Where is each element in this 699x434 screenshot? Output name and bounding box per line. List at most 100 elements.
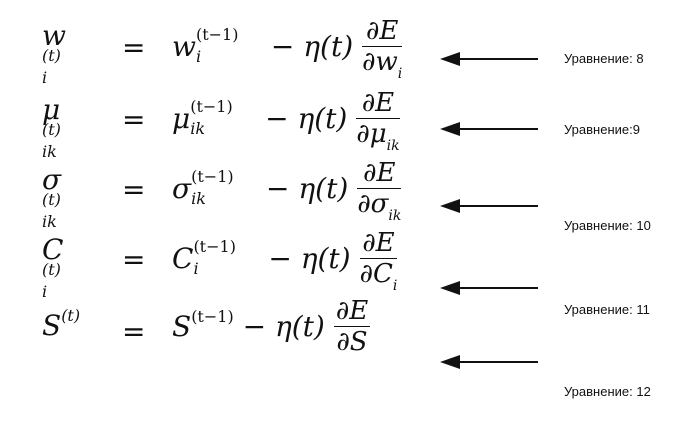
eta-term: η(t) [275,310,325,343]
denominator-symbol: σ [371,189,389,219]
lhs-indices: (t) ik [42,194,86,234]
denominator-symbol: C [373,259,393,289]
lhs-symbol: S [42,309,61,342]
partial-symbol: ∂ [357,189,370,219]
equation-lhs: C(t)i [42,236,86,304]
rhs-indices: (t−1) i [193,241,259,281]
equation-label: Уравнение:9 [564,122,640,137]
partial-symbol: ∂ [360,259,373,289]
denominator-subscript: i [398,66,402,82]
arrow-line [458,128,538,130]
equals-sign: = [122,176,145,204]
eta-term: η(t) [303,30,353,63]
equals-sign: = [122,246,145,274]
equation-lhs: S(t) [42,312,80,340]
rhs-subscript: ik [191,191,206,207]
equation-label: Уравнение: 10 [564,218,651,233]
partial-symbol: ∂ [362,47,375,77]
equation-rhs: σ(t−1)ik − η(t) ∂E ∂σik [172,162,401,219]
partial-fraction: ∂E ∂μik [356,90,399,147]
equals-sign: = [122,34,145,62]
denominator-subscript: i [393,278,397,294]
equation-lhs: σ(t)ik [42,166,86,234]
equation-rhs: C(t−1)i − η(t) ∂E ∂Ci [172,232,397,289]
arrow-line [458,205,538,207]
fraction-numerator: ∂E [357,160,401,189]
denominator-symbol: w [375,47,397,77]
fraction-denominator: ∂μik [356,119,399,147]
rhs-symbol: C [172,242,193,275]
minus-sign: − [243,310,266,343]
partial-symbol: ∂ [356,119,369,149]
minus-sign: − [268,242,291,275]
arrow-line [458,361,538,363]
fraction-denominator: ∂S [334,327,370,355]
eta-term: η(t) [298,172,348,205]
equation-label: Уравнение: 11 [564,302,650,317]
minus-sign: − [266,172,289,205]
rhs-indices: (t−1) i [196,29,262,69]
arrow-left-icon [440,122,460,136]
lhs-superscript: (t) [42,48,61,64]
eta-term: η(t) [301,242,351,275]
lhs-indices: (t) ik [42,124,86,164]
rhs-symbol: w [172,30,196,63]
rhs-superscript: (t−1) [193,239,236,255]
partial-fraction: ∂E ∂σik [357,160,401,217]
rhs-symbol: S [172,310,191,343]
denominator-symbol: μ [370,119,387,149]
fraction-denominator: ∂Ci [360,259,398,287]
rhs-subscript: i [196,49,201,65]
arrow-line [458,58,538,60]
lhs-superscript: (t) [42,122,61,138]
equation-rhs: w(t−1)i − η(t) ∂E ∂wi [172,20,402,77]
rhs-indices: (t−1) ik [191,171,257,211]
equation-rhs: S(t−1) − η(t) ∂E ∂S [172,300,370,357]
fraction-numerator: ∂E [356,90,399,119]
arrow-left-icon [440,355,460,369]
arrow-left-icon [440,199,460,213]
fraction-denominator: ∂σik [357,189,401,217]
denominator-symbol: S [350,327,368,357]
lhs-superscript: (t) [42,192,61,208]
equals-sign: = [122,318,145,346]
rhs-superscript: (t−1) [196,27,239,43]
fraction-numerator: ∂E [360,230,398,259]
denominator-subscript: ik [388,208,401,224]
fraction-numerator: ∂E [362,18,402,47]
rhs-symbol: μ [172,102,190,135]
fraction-denominator: ∂wi [362,47,402,75]
equation-lhs: μ(t)ik [42,96,86,164]
equation-label: Уравнение: 8 [564,51,644,66]
eta-term: η(t) [297,102,347,135]
partial-fraction: ∂E ∂Ci [360,230,398,287]
rhs-superscript: (t−1) [190,99,233,115]
partial-fraction: ∂E ∂wi [362,18,402,75]
lhs-subscript: ik [42,144,57,160]
lhs-subscript: i [42,284,47,300]
partial-symbol: ∂ [336,327,349,357]
equals-sign: = [122,106,145,134]
denominator-subscript: ik [387,138,400,154]
rhs-superscript: (t−1) [191,169,234,185]
rhs-symbol: σ [172,172,191,205]
equation-lhs: w(t)i [42,22,86,90]
lhs-superscript: (t) [61,306,80,325]
equation-label: Уравнение: 12 [564,384,651,399]
rhs-superscript: (t−1) [191,307,234,326]
rhs-indices: (t−1) ik [190,101,256,141]
rhs-subscript: i [193,261,198,277]
lhs-subscript: i [42,70,47,86]
arrow-line [458,287,538,289]
partial-fraction: ∂E ∂S [334,298,370,355]
minus-sign: − [265,102,288,135]
minus-sign: − [271,30,294,63]
equation-rhs: μ(t−1)ik − η(t) ∂E ∂μik [172,92,400,149]
lhs-subscript: ik [42,214,57,230]
rhs-subscript: ik [190,121,205,137]
arrow-left-icon [440,52,460,66]
lhs-indices: (t) i [42,264,86,304]
lhs-indices: (t) i [42,50,86,90]
arrow-left-icon [440,281,460,295]
lhs-superscript: (t) [42,262,61,278]
